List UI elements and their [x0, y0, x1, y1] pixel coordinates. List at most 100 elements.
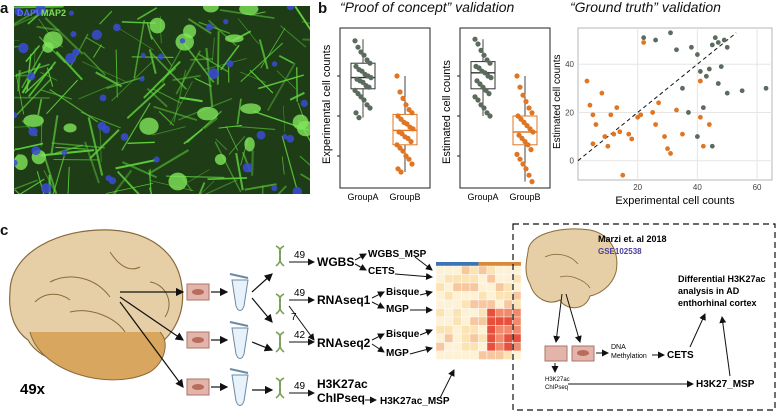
- neurite: [14, 45, 22, 48]
- nucleus: [139, 76, 145, 82]
- microscopy-image: DAPI MAP2: [14, 6, 310, 194]
- x-tick-label: GroupA: [467, 192, 498, 202]
- heatmap-cell: [452, 342, 462, 352]
- heatmap-cell: [435, 350, 445, 360]
- neurite: [244, 183, 277, 191]
- heatmap-cell: [486, 282, 496, 292]
- scatter-point: [626, 131, 632, 137]
- heatmap-cell: [512, 333, 522, 343]
- heatmap-cell: [435, 265, 445, 275]
- neurite: [250, 150, 254, 176]
- neurite: [28, 61, 57, 98]
- neurite: [99, 10, 113, 25]
- data-point: [488, 75, 494, 81]
- heatmap-cell: [486, 274, 496, 284]
- scatter-point: [611, 131, 617, 137]
- heatmap-cell: [486, 299, 496, 309]
- heatmap-cell: [512, 265, 522, 275]
- scatter-point: [706, 66, 712, 72]
- heatmap-cell: [495, 342, 505, 352]
- neurite: [14, 78, 52, 118]
- neurite: [43, 170, 56, 193]
- nucleus: [208, 68, 220, 79]
- scatter-point: [709, 143, 715, 149]
- heatmap-cell: [478, 333, 488, 343]
- heatmap-cell: [469, 299, 479, 309]
- nucleus: [108, 177, 117, 185]
- data-point: [486, 91, 492, 97]
- neuron-soma: [14, 154, 28, 171]
- heatmap-header: [478, 262, 521, 266]
- scatter-point: [718, 64, 724, 70]
- neurite: [40, 71, 58, 81]
- scatter-point: [697, 69, 703, 74]
- y-tick-label: 40: [565, 60, 574, 69]
- data-point: [394, 73, 400, 79]
- heatmap-cell: [503, 316, 513, 326]
- data-point: [514, 151, 520, 157]
- scatter-point: [608, 112, 614, 118]
- heatmap-cell: [469, 350, 479, 360]
- heatmap-cell: [452, 316, 462, 326]
- neurite: [173, 69, 187, 123]
- neurite: [115, 159, 156, 170]
- ref-title: Marzi et. al 2018: [598, 234, 667, 244]
- tube-1: [229, 273, 249, 311]
- data-point: [409, 161, 415, 167]
- neurite: [143, 60, 181, 99]
- data-point: [481, 105, 487, 111]
- data-point: [528, 147, 534, 153]
- heatmap-cell: [452, 299, 462, 309]
- neurite: [300, 173, 310, 181]
- heatmap-cell: [503, 308, 513, 318]
- neurite: [136, 7, 158, 21]
- heatmap-cell: [469, 333, 479, 343]
- heatmap-cell: [495, 350, 505, 360]
- nucleus: [61, 149, 68, 156]
- tissue-sample-1: [186, 283, 210, 301]
- heatmap-cell: [452, 282, 462, 292]
- neurite: [240, 42, 284, 83]
- scatter-point: [706, 122, 712, 127]
- ground-truth-title: “Ground truth” validation: [570, 0, 721, 15]
- tissue-sample-3: [186, 378, 210, 396]
- branch-chipseq-line2: ChIPseq: [317, 391, 365, 405]
- data-point: [523, 166, 529, 172]
- data-point: [353, 110, 359, 116]
- data-point: [367, 105, 373, 111]
- heatmap-cell: [503, 299, 513, 309]
- scatter-point: [694, 134, 700, 139]
- heatmap-cell: [444, 333, 454, 343]
- scatter-point: [590, 141, 596, 147]
- neuron-soma: [197, 106, 219, 121]
- heatmap-cell: [444, 274, 454, 284]
- scatter-point: [674, 107, 679, 113]
- heatmap-cell: [444, 342, 454, 352]
- neurite: [249, 69, 274, 94]
- neurite: [55, 51, 83, 81]
- neurite: [258, 74, 304, 90]
- method-mgp-1: MGP: [386, 304, 409, 315]
- heatmap-cell: [495, 265, 505, 275]
- heatmap-cell: [478, 299, 488, 309]
- heatmap-cell: [486, 316, 496, 326]
- data-point: [487, 113, 493, 119]
- data-point: [529, 110, 535, 116]
- data-point: [530, 129, 536, 135]
- heatmap-cell: [512, 282, 522, 292]
- neuron-soma: [168, 172, 188, 191]
- heatmap-cell: [461, 316, 471, 326]
- data-point: [475, 41, 481, 47]
- scatter-point: [620, 172, 626, 178]
- neurite: [147, 149, 190, 175]
- neurite: [81, 61, 129, 84]
- scatter-point: [686, 110, 691, 115]
- data-point: [352, 38, 358, 44]
- ref-chip-line1: H3K27ac: [545, 377, 570, 383]
- heatmap-cell: [512, 274, 522, 284]
- data-point: [397, 89, 403, 95]
- heatmap-cell: [444, 308, 454, 318]
- neurite: [111, 60, 154, 102]
- heatmap-cell: [444, 291, 454, 301]
